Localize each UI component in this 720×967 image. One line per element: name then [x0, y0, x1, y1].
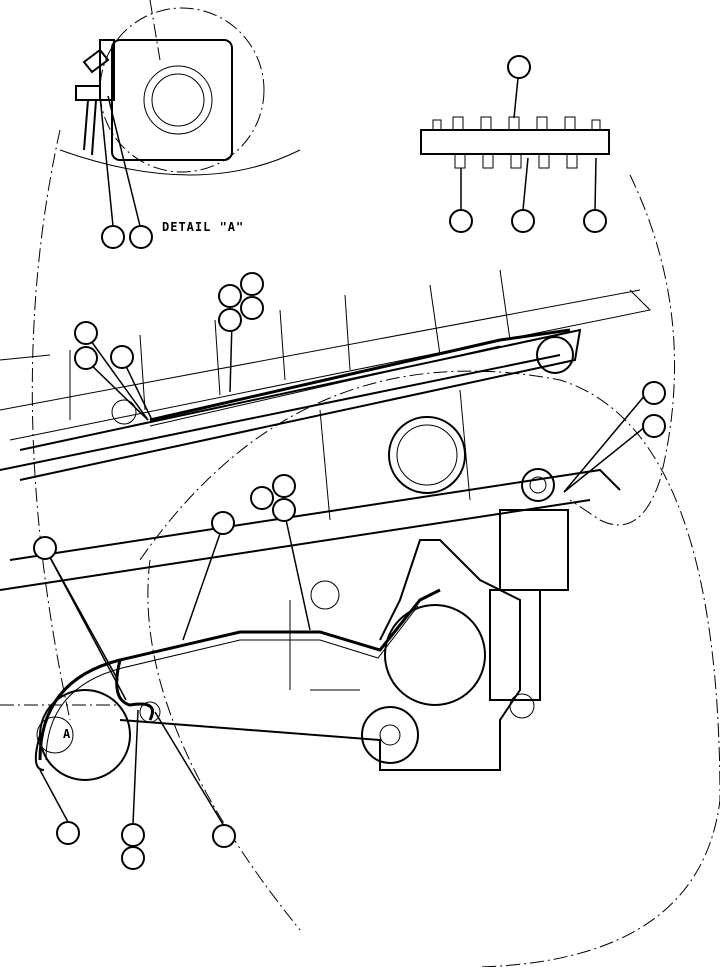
callout-bubble	[642, 381, 666, 405]
callout-bubble	[211, 511, 235, 535]
callout-bubble	[129, 225, 153, 249]
callout-bubble	[218, 308, 242, 332]
callout-bubbles	[33, 272, 666, 870]
callout-bubble	[110, 345, 134, 369]
callout-bubble	[56, 821, 80, 845]
section-marker-a: A	[63, 727, 71, 741]
callout-bubble	[642, 414, 666, 438]
hose-routing	[34, 328, 571, 771]
callout-bubble	[511, 209, 535, 233]
callout-bubble	[272, 498, 296, 522]
callout-bubble	[250, 486, 274, 510]
callout-bubble	[507, 55, 531, 79]
callout-bubble	[121, 846, 145, 870]
manifold-block	[420, 55, 610, 233]
callout-bubble	[272, 474, 296, 498]
callout-bubble	[121, 823, 145, 847]
detail-a-label: DETAIL "A"	[162, 220, 244, 234]
callout-bubble	[218, 284, 242, 308]
callout-bubble	[240, 272, 264, 296]
callout-bubble	[583, 209, 607, 233]
callout-bubble	[74, 346, 98, 370]
boom-structure	[0, 129, 720, 967]
callout-bubble	[240, 296, 264, 320]
callout-bubble	[101, 225, 125, 249]
callout-bubble	[449, 209, 473, 233]
detail-a-view: DETAIL "A"	[59, 0, 301, 249]
callout-bubble	[74, 321, 98, 345]
callout-bubble	[212, 824, 236, 848]
callout-bubble	[33, 536, 57, 560]
callout-leaders	[39, 321, 647, 827]
